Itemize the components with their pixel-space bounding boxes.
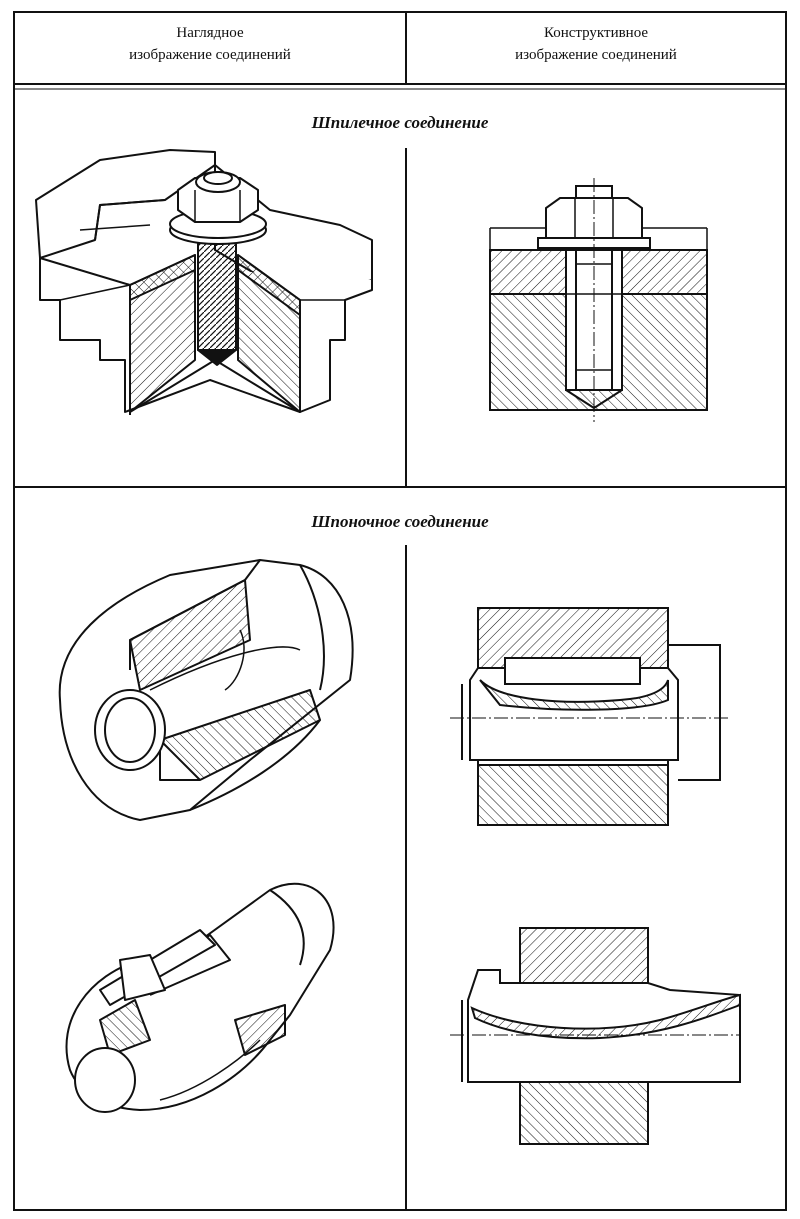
stud-joint-constructive [489, 178, 708, 422]
key-joint-2-pictorial [65, 882, 335, 1113]
table-grid [13, 11, 787, 1211]
section-title-key-joint: Шпоночное соединение [311, 512, 489, 531]
stud-joint-pictorial [35, 149, 373, 415]
header-pictorial: Наглядное изображение соединений [129, 25, 291, 63]
key-joint-1-pictorial [58, 559, 354, 821]
header-constructive: Конструктивное изображение соединений [515, 25, 677, 63]
section-title-stud-joint: Шпилечное соединение [311, 113, 489, 132]
key-joint-1-constructive [450, 607, 730, 826]
key-joint-2-constructive [450, 927, 741, 1145]
